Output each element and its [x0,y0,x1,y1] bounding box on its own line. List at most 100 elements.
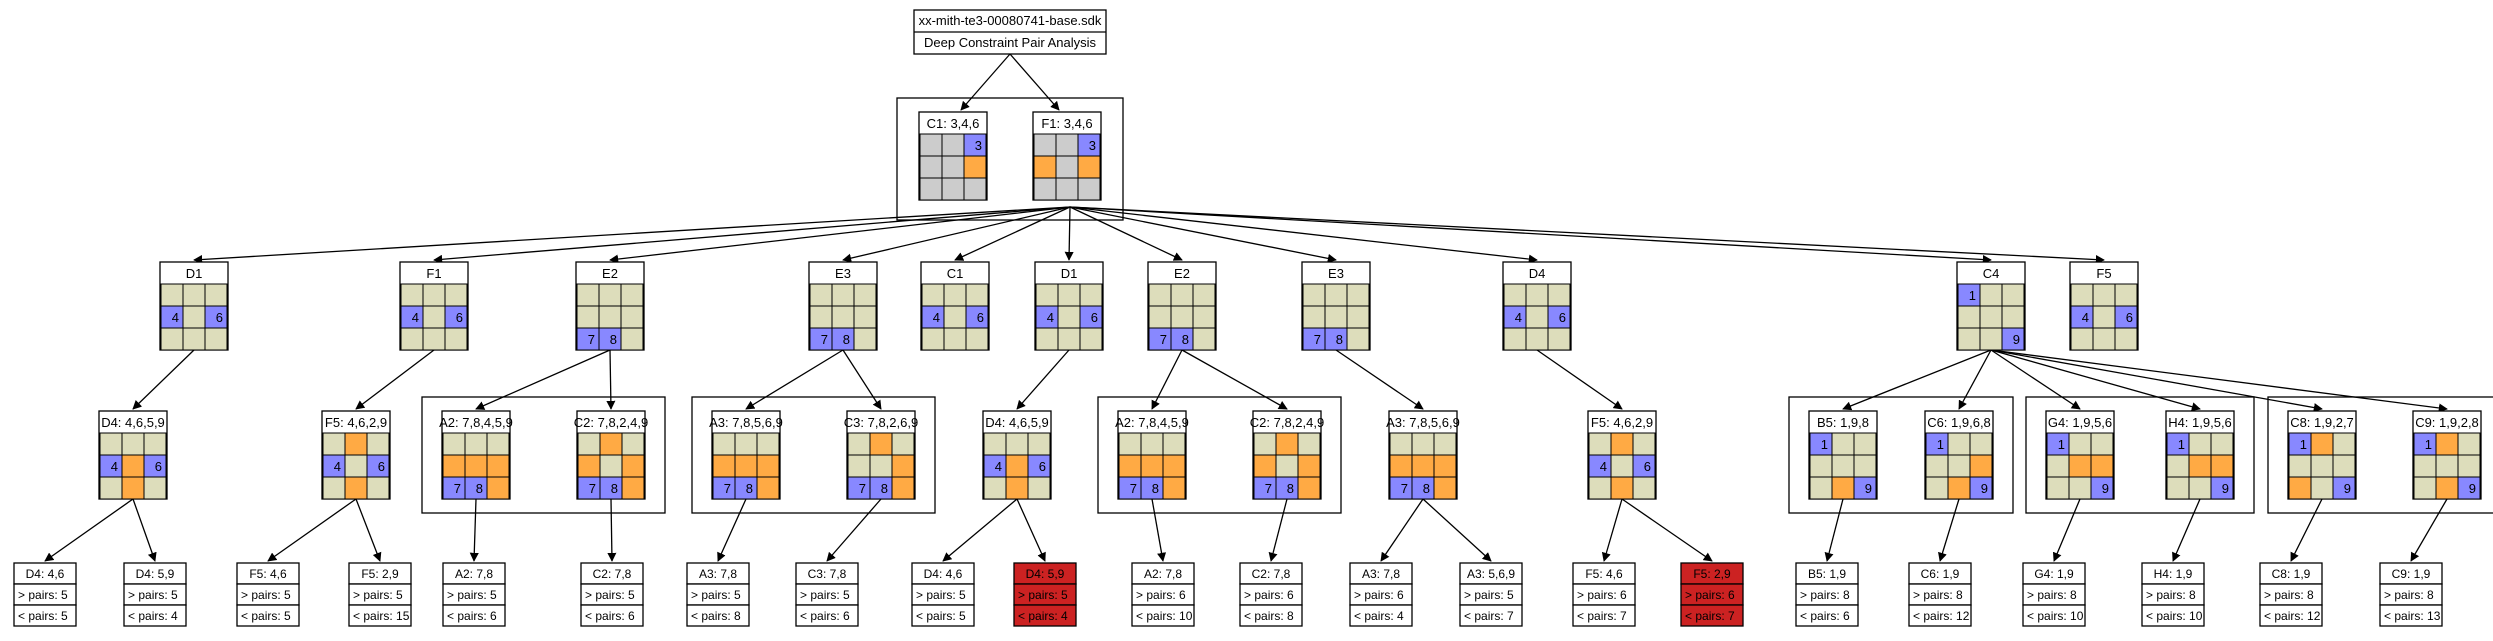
tree-edge [1069,206,2105,265]
grid-cell [1547,283,1571,307]
grid-cell [1170,305,1194,329]
cell-digit: 6 [1091,310,1098,325]
grid-cell [1957,305,1981,329]
grid-cell [1610,454,1634,478]
grid-cell [1192,283,1216,307]
leaf-label: F5: 4,6 [1585,567,1623,581]
tree-edge [1069,206,1992,265]
grid-cell [2332,432,2356,456]
leaf-row [13,604,77,627]
cluster-layer [421,97,2493,514]
leaf-row [1795,604,1859,627]
leaf-row [1908,604,1972,627]
tree-edge [44,498,134,562]
leaf-row [348,604,412,627]
leaf-pairs: > pairs: 5 [800,588,850,602]
leaf-pairs: > pairs: 6 [1244,588,1294,602]
grid-cell [344,476,368,500]
grid-cell [1192,305,1216,329]
grid-cell [599,432,623,456]
leaf-row [911,604,975,627]
cell-digit: 8 [1182,332,1189,347]
cell-digit: 8 [1152,481,1159,496]
grid-cell [941,155,965,179]
grid-cell [1275,454,1299,478]
grid-cell [1433,476,1457,500]
leaf-pairs: > pairs: 5 [691,588,741,602]
leaf-pairs: > pairs: 8 [2146,588,2196,602]
grid-cell [1853,476,1877,500]
grid-cell [1433,432,1457,456]
leaf-node: D4: 4,6> pairs: 5< pairs: 5 [911,562,975,627]
grid-cell [2310,432,2334,456]
sub-node: H4: 1,9,5,6 1 9 [2165,410,2235,500]
grid-cell [577,432,601,456]
grid-cell [965,283,989,307]
cell-digit: 8 [843,332,850,347]
leaf-pairs: < pairs: 5 [916,609,966,623]
cell-digit: 8 [1336,332,1343,347]
leaf-label: C8: 1,9 [2272,567,2311,581]
tree-edge [606,349,616,410]
leaf-pairs: < pairs: 8 [1244,609,1294,623]
grid-cell [344,432,368,456]
grid-cell [1610,476,1634,500]
leaf-pairs: < pairs: 10 [1136,609,1193,623]
cell-digit: 6 [977,310,984,325]
grid-cell [1162,476,1186,500]
grid-cell [442,432,466,456]
grid-cell [486,476,510,500]
grid-cell [182,327,206,351]
leaf-pairs: < pairs: 6 [1800,609,1850,623]
node-label: H4: 1,9,5,6 [2168,415,2232,430]
grid-cell [1503,327,1527,351]
cell-digit: 7 [1265,481,1272,496]
node-label: F1: 3,4,6 [1041,116,1092,131]
grid-cell [2001,327,2025,351]
sub-node: C8: 1,9,2,719 [2287,410,2357,500]
leaf-label: D4: 4,6 [26,567,65,581]
tree-edge [355,349,435,410]
grid-cell [943,327,967,351]
leaf-row [2141,604,2205,627]
leaf-label: D4: 5,9 [136,567,175,581]
tree-edge [1335,349,1424,410]
grid-cell [1140,454,1164,478]
tree-edge [1601,498,1623,562]
leaf-pairs: < pairs: 7 [1464,609,1514,623]
leaf-pairs: > pairs: 6 [1354,588,1404,602]
grid-cell [919,133,943,157]
grid-cell [2166,476,2190,500]
grid-cell [1411,454,1435,478]
grid-cell [344,454,368,478]
node-label: G4: 1,9,5,6 [2048,415,2112,430]
cell-digit: 1 [1821,437,1828,452]
grid-cell [160,283,184,307]
tree-edge [267,498,357,562]
leaf-label: C9: 1,9 [2392,567,2431,581]
grid-cell [756,454,780,478]
grid-cell [2188,454,2212,478]
grid-cell [847,432,871,456]
node-label: C2: 7,8,2,4,9 [574,415,648,430]
grid-cell [869,432,893,456]
grid-cell [2068,454,2092,478]
tree-edge [745,349,844,410]
grid-cell [599,454,623,478]
cell-digit: 9 [2222,481,2229,496]
grid-cell [1947,454,1971,478]
cell-digit: 1 [2178,437,2185,452]
grid-cell [1632,476,1656,500]
grid-cell [734,454,758,478]
cell-digit: 1 [1969,288,1976,303]
grid-cell [1118,454,1142,478]
grid-cell [1957,327,1981,351]
node-cluster [896,97,1124,221]
grid-cell [1588,476,1612,500]
grid-cell [853,327,877,351]
